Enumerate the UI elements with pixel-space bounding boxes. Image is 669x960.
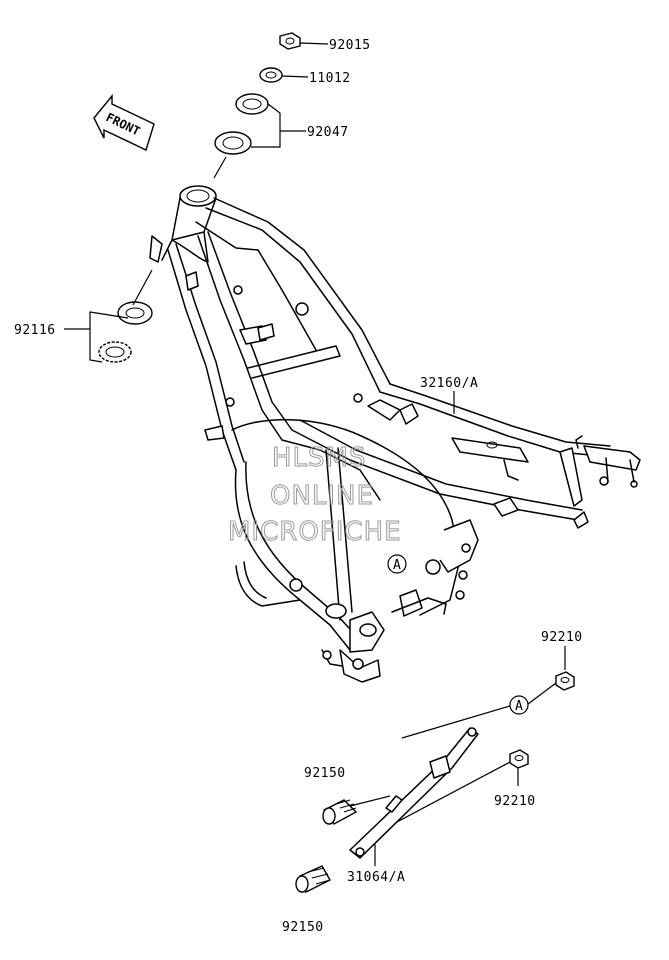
bracket-31064 [349,727,479,859]
part-labels: 92015 11012 92047 92116 32160/A 92210 92… [14,38,583,935]
washer-11012 [259,67,283,83]
bolt-92150-lower [295,865,331,893]
frame-32160 [149,185,641,683]
ref-marker-bracket-label: A [515,699,523,714]
bolt-92150-upper [322,799,358,825]
nut-92210-lower [509,749,529,769]
watermark-line-3: MICROFICHE [228,517,402,547]
nut-92210-upper [555,671,575,691]
label-92210-lower: 92210 [494,794,536,809]
label-32160: 32160/A [420,376,478,391]
watermark: HLSMS ONLINE MICROFICHE [228,443,402,548]
ref-marker-frame: A [387,554,407,574]
label-92047: 92047 [307,125,349,140]
label-92150-lower: 92150 [282,920,324,935]
nut-92015 [279,32,301,50]
label-92015: 92015 [329,38,371,53]
ref-marker-bracket: A [509,695,529,715]
bearing-92116-upper [117,301,153,325]
watermark-line-2: ONLINE [270,481,374,511]
watermark-line-1: HLSMS [272,443,366,473]
leader-lines [64,42,566,866]
front-arrow-icon: FRONT [93,94,155,151]
race-92047-lower [214,131,252,155]
label-31064: 31064/A [347,870,405,885]
label-92116: 92116 [14,323,56,338]
ref-marker-frame-label: A [393,558,401,573]
label-92150-upper: 92150 [304,766,346,781]
bearing-92116-lower [98,341,132,363]
label-11012: 11012 [309,71,351,86]
race-92047-upper [235,93,269,115]
label-92210-upper: 92210 [541,630,583,645]
